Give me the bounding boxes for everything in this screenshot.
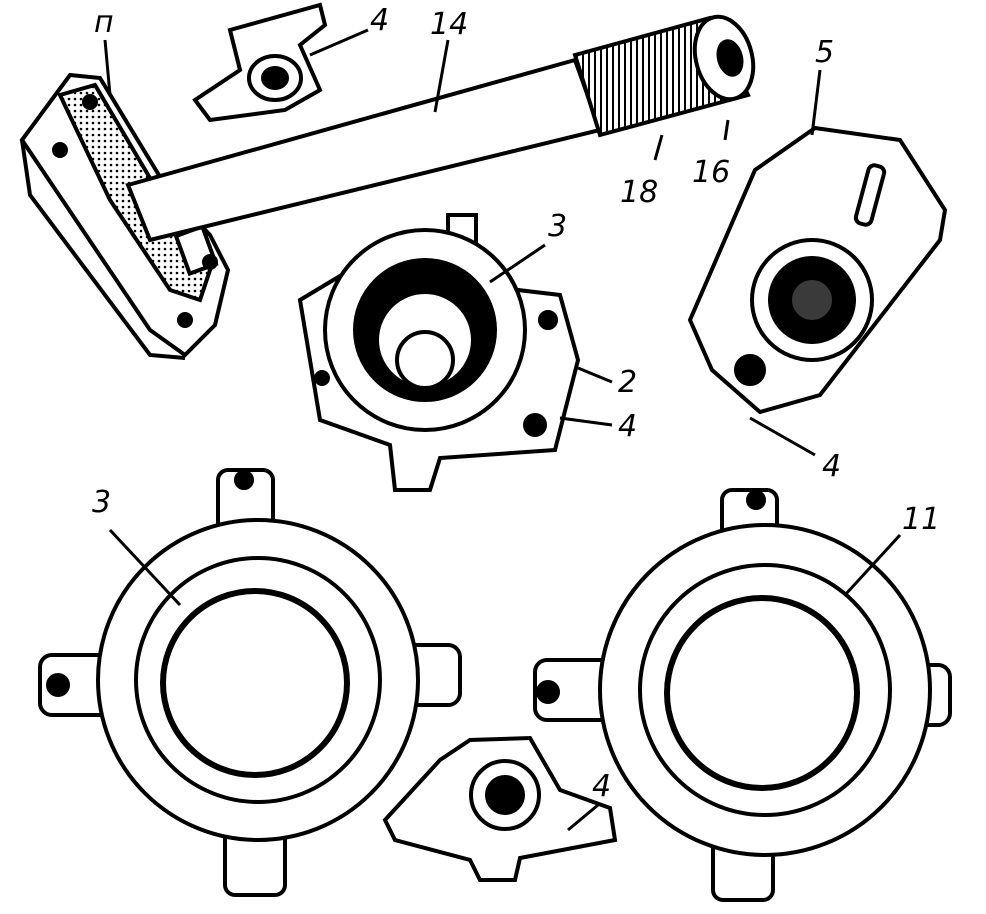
housing bbox=[687, 125, 948, 415]
shaft bbox=[125, 14, 756, 243]
callout-4-bottom-retainer: 4 bbox=[592, 769, 612, 804]
leader-lines bbox=[103, 28, 902, 832]
callout-3-left-ring: 3 bbox=[92, 485, 112, 520]
callout-4-top-retainer: 4 bbox=[370, 3, 390, 38]
callout-16: 16 bbox=[692, 155, 731, 190]
callout-3-middle: 3 bbox=[548, 209, 568, 244]
bearing-ring-right bbox=[533, 488, 952, 902]
callout-p: п bbox=[94, 5, 114, 40]
callout-5: 5 bbox=[815, 35, 835, 70]
bearing-assembly-middle bbox=[297, 213, 581, 492]
bearing-ring-left bbox=[38, 468, 462, 897]
callout-11: 11 bbox=[902, 502, 941, 537]
small-retainer-bottom bbox=[382, 735, 618, 882]
callout-4-middle: 4 bbox=[618, 409, 638, 444]
callout-2: 2 bbox=[618, 365, 638, 400]
callout-14: 14 bbox=[430, 7, 469, 42]
callout-4-housing: 4 bbox=[822, 449, 842, 484]
small-retainer-top bbox=[192, 2, 328, 123]
callout-18: 18 bbox=[620, 175, 659, 210]
